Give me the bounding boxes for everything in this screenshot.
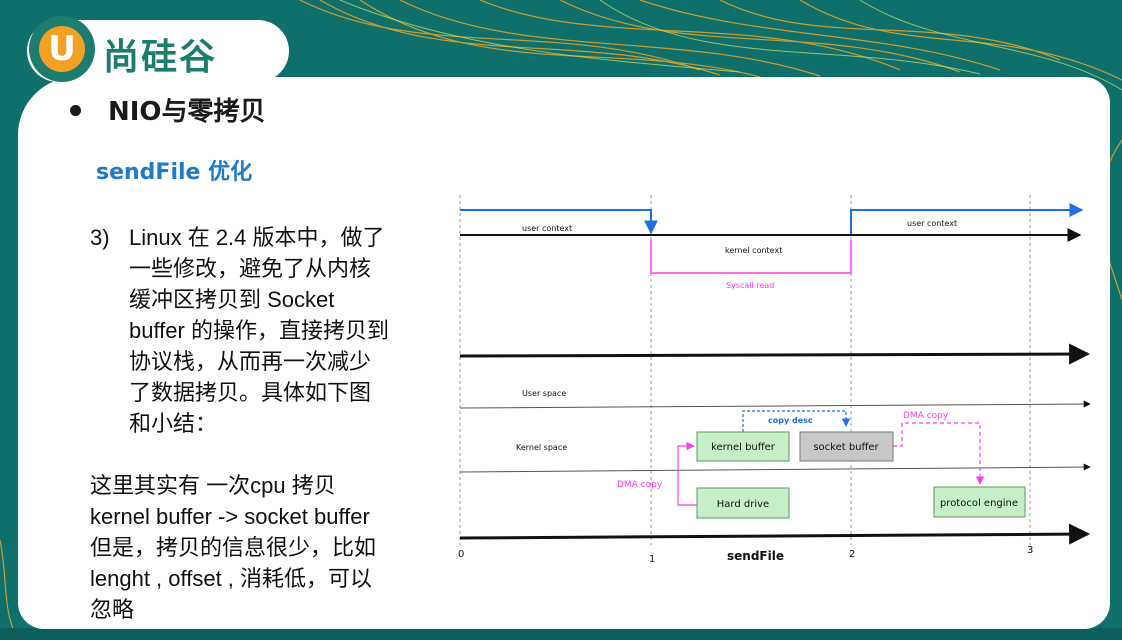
point-line-1: Linux 在 2.4 版本中，做了 [129,225,385,250]
dma-copy-left-label: DMA copy [617,480,663,490]
socket-buffer-label: socket buffer [813,442,879,453]
protocol-engine-box [933,486,1026,518]
point-number: 3) [90,225,110,250]
user-space-label: User space [522,389,566,398]
note-line-1: 这里其实有 一次cpu 拷贝 [90,473,336,498]
kernel-space-label: Kernel space [516,443,567,452]
hard-drive-box [696,487,790,519]
bullet-icon [70,105,81,116]
tick-label-3: 3 [1027,545,1033,556]
kernel-buffer-box [696,431,790,462]
space-divider-top [459,343,1091,365]
syscall-read-label: Syscall read [726,281,774,290]
tick-label-1: 1 [649,554,655,565]
note-line-2: kernel buffer -> socket buffer [90,504,370,529]
socket-buffer-box [799,431,894,462]
user-context-left-label: user context [522,224,572,233]
kernel-space-divider [459,463,1091,473]
note-line-5: 忽略 [90,597,135,622]
note-line-4: lenght , offset , 消耗低，可以 [90,566,373,591]
point-line-7: 和小结： [129,411,218,436]
logo-text: 尚硅谷 [103,37,218,78]
dma-copy-top-label: DMA copy [903,411,949,421]
tick-label-2: 2 [849,549,855,560]
point-line-6: 了数据拷贝。具体如下图 [129,380,372,405]
user-context-right-label: user context [907,219,957,228]
axis-title-sendfile: sendFile [727,549,784,563]
point-line-2: 一些修改，避免了从内核 [129,256,372,281]
point-line-3: 缓冲区拷贝到 Socket [129,287,335,312]
logo-mark: U [39,26,85,72]
user-space-divider [459,400,1091,409]
tick-label-0: 0 [458,549,464,560]
copy-desc-arrow [742,410,851,432]
user-context-flow-right [850,203,1084,236]
point-line-5: 协议栈，从而再一次减少 [129,349,372,374]
kernel-context-label: kernel context [725,246,782,255]
protocol-engine-label: protocol engine [940,498,1018,509]
kernel-buffer-label: kernel buffer [711,442,776,453]
page-title: NIO与零拷贝 [108,97,266,127]
brand-logo: U 尚硅谷 [27,14,289,86]
dma-copy-to-protocol-arrow [893,422,985,485]
user-context-flow-left [460,209,658,235]
point-line-4: buffer 的操作，直接拷贝到 [129,318,389,343]
sendfile-time-axis [459,523,1091,545]
section-subtitle: sendFile 优化 [96,160,253,185]
dma-copy-from-disk-arrow [677,441,697,506]
note-line-3: 但是，拷贝的信息很少，比如 [90,535,377,560]
syscall-read-span [650,240,852,274]
logo-ring-icon: U [29,16,95,82]
hard-drive-label: Hard drive [717,499,769,510]
copy-desc-label: copy desc [768,416,813,425]
